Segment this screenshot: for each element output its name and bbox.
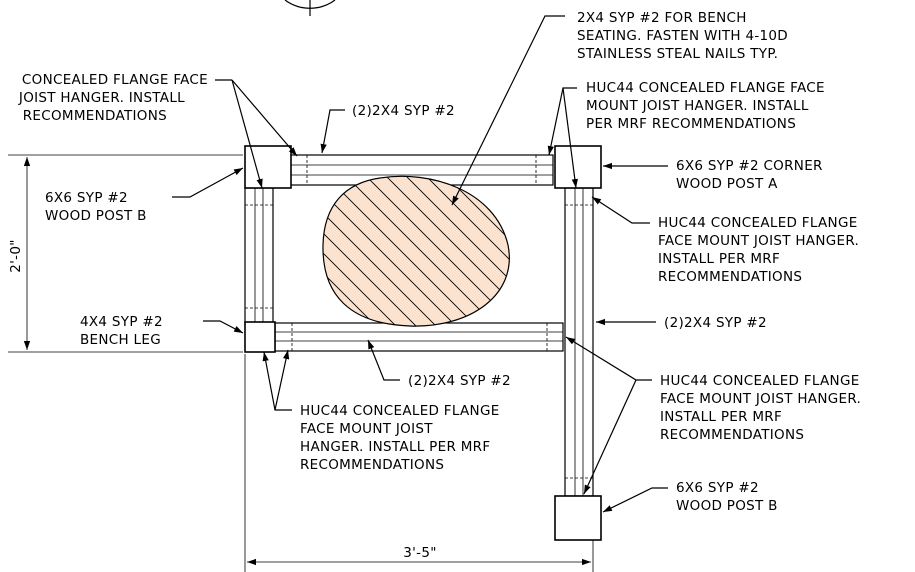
svg-text:MOUNT JOIST HANGER. INSTALL: MOUNT JOIST HANGER. INSTALL [586, 98, 809, 114]
note-top-rail: (2)2X4 SYP #2 [352, 103, 455, 119]
note-right-rail: (2)2X4 SYP #2 [664, 315, 767, 331]
svg-text:SEATING. FASTEN WITH 4-10D: SEATING. FASTEN WITH 4-10D [577, 28, 788, 44]
svg-text:PER MRF RECOMMENDATIONS: PER MRF RECOMMENDATIONS [586, 116, 796, 132]
width-dimension-label: 3'-5" [403, 545, 436, 561]
right-rail [564, 187, 594, 497]
hatch-line [322, 176, 411, 327]
hatch-line [419, 176, 510, 327]
svg-text:RECOMMENDATIONS: RECOMMENDATIONS [300, 457, 444, 473]
post-b-bottom [554, 495, 602, 541]
svg-text:4X4 SYP #2: 4X4 SYP #2 [80, 314, 163, 330]
svg-text:HUC44 CONCEALED FLANGE: HUC44 CONCEALED FLANGE [658, 215, 858, 231]
width-dimension [244, 354, 594, 572]
hatch-line [322, 176, 431, 327]
svg-text:FACE MOUNT JOIST HANGER.: FACE MOUNT JOIST HANGER. [658, 233, 859, 249]
svg-text:2X4 SYP #2 FOR BENCH: 2X4 SYP #2 FOR BENCH [577, 10, 747, 26]
hatch-line [322, 176, 491, 327]
svg-text:(2)2X4 SYP #2: (2)2X4 SYP #2 [664, 315, 767, 331]
svg-text:RECOMMENDATIONS: RECOMMENDATIONS [658, 269, 802, 285]
svg-text:WOOD POST B: WOOD POST B [45, 208, 147, 224]
hatch-line [322, 176, 391, 327]
height-dimension-label: 2'-0" [8, 239, 24, 272]
height-dimension [8, 154, 243, 353]
hatch-line [140, 170, 310, 340]
leader-lines [172, 15, 668, 513]
svg-text:(2)2X4 SYP #2: (2)2X4 SYP #2 [408, 373, 511, 389]
svg-text:JOIST HANGER. INSTALL: JOIST HANGER. INSTALL [18, 90, 185, 106]
note-hanger-right-lower: HUC44 CONCEALED FLANGE FACE MOUNT JOIST … [660, 373, 861, 443]
hatch-line [439, 176, 510, 327]
left-rail [244, 187, 274, 326]
note-hanger-top-left: CONCEALED FLANGE FACE JOIST HANGER. INST… [18, 72, 208, 124]
hatch-line [399, 176, 510, 327]
svg-text:INSTALL PER MRF: INSTALL PER MRF [660, 409, 782, 425]
svg-text:HUC44 CONCEALED FLANGE: HUC44 CONCEALED FLANGE [300, 403, 500, 419]
note-corner-post-a: 6X6 SYP #2 CORNER WOOD POST A [676, 158, 823, 192]
svg-text:WOOD POST A: WOOD POST A [676, 176, 778, 192]
hatch-line [379, 176, 510, 327]
note-hanger-right-upper: HUC44 CONCEALED FLANGE FACE MOUNT JOIST … [658, 215, 859, 285]
svg-text:RECOMMENDATIONS: RECOMMENDATIONS [660, 427, 804, 443]
note-post-b-left: 6X6 SYP #2 WOOD POST B [45, 190, 147, 224]
svg-text:6X6 SYP #2: 6X6 SYP #2 [676, 480, 759, 496]
post-a-top-right [554, 145, 602, 189]
note-hanger-top-right: HUC44 CONCEALED FLANGE FACE MOUNT JOIST … [586, 80, 825, 132]
svg-text:HUC44 CONCEALED FLANGE: HUC44 CONCEALED FLANGE [660, 373, 860, 389]
svg-text:INSTALL PER MRF: INSTALL PER MRF [658, 251, 780, 267]
svg-text:BENCH LEG: BENCH LEG [80, 332, 161, 348]
bottom-rail [274, 322, 564, 352]
note-bottom-rail: (2)2X4 SYP #2 [408, 373, 511, 389]
note-bench-leg: 4X4 SYP #2 BENCH LEG [80, 314, 163, 348]
svg-text:FACE MOUNT JOIST: FACE MOUNT JOIST [300, 421, 433, 437]
svg-text:RECOMMENDATIONS: RECOMMENDATIONS [23, 108, 167, 124]
hatch-line [499, 176, 510, 327]
svg-text:HUC44 CONCEALED FLANGE FACE: HUC44 CONCEALED FLANGE FACE [586, 80, 825, 96]
svg-text:CONCEALED FLANGE FACE: CONCEALED FLANGE FACE [22, 72, 208, 88]
note-post-b-bottom: 6X6 SYP #2 WOOD POST B [676, 480, 778, 514]
svg-text:(2)2X4 SYP #2: (2)2X4 SYP #2 [352, 103, 455, 119]
svg-text:6X6 SYP #2 CORNER: 6X6 SYP #2 CORNER [676, 158, 823, 174]
svg-text:STAINLESS STEAL NAILS TYP.: STAINLESS STEAL NAILS TYP. [577, 46, 778, 62]
svg-text:FACE MOUNT JOIST HANGER.: FACE MOUNT JOIST HANGER. [660, 391, 861, 407]
svg-text:6X6 SYP #2: 6X6 SYP #2 [45, 190, 128, 206]
note-hanger-bottom: HUC44 CONCEALED FLANGE FACE MOUNT JOIST … [300, 403, 500, 473]
svg-text:HANGER. INSTALL PER MRF: HANGER. INSTALL PER MRF [300, 439, 490, 455]
note-bench-seating: 2X4 SYP #2 FOR BENCH SEATING. FASTEN WIT… [577, 10, 788, 62]
svg-text:WOOD POST B: WOOD POST B [676, 498, 778, 514]
bench-leg-post [244, 321, 276, 353]
hatch-line [322, 176, 451, 327]
